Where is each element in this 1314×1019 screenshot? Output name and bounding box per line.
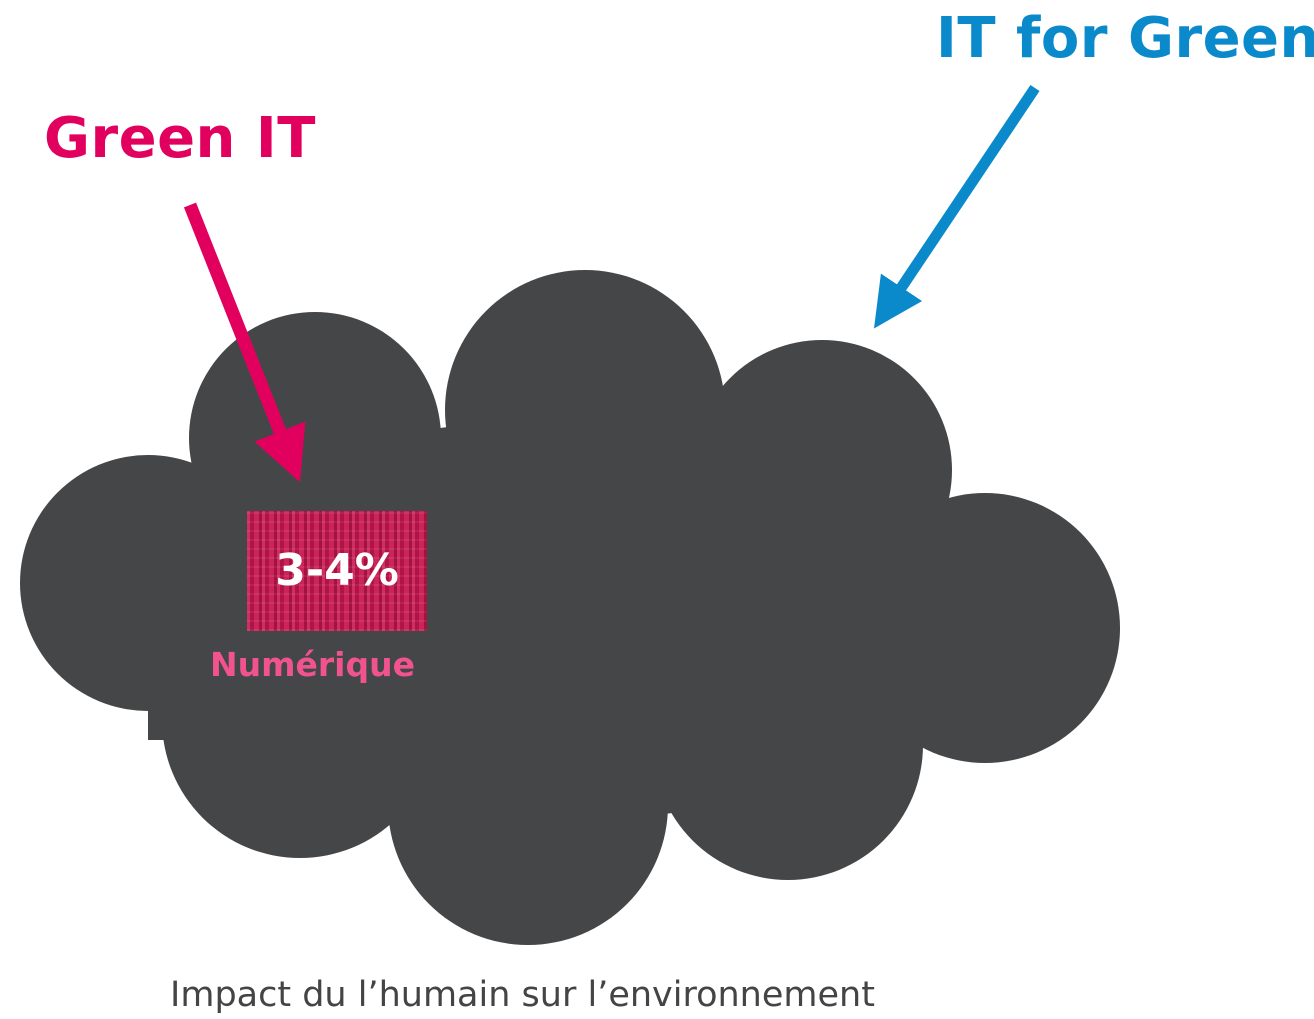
- green-it-label: Green IT: [44, 106, 316, 171]
- it-for-green-arrow: [873, 84, 1040, 329]
- server-rack-texture: [247, 511, 427, 631]
- server-rack-image: 3-4%: [247, 511, 427, 631]
- it-for-green-label: IT for Green: [936, 6, 1314, 71]
- green-it-arrow: [183, 202, 306, 483]
- percentage-value: 3-4%: [275, 545, 399, 596]
- caption: Impact du l’humain sur l’environnement: [170, 975, 875, 1015]
- numerique-label: Numérique: [210, 645, 415, 684]
- cloud-shape: [20, 270, 1120, 945]
